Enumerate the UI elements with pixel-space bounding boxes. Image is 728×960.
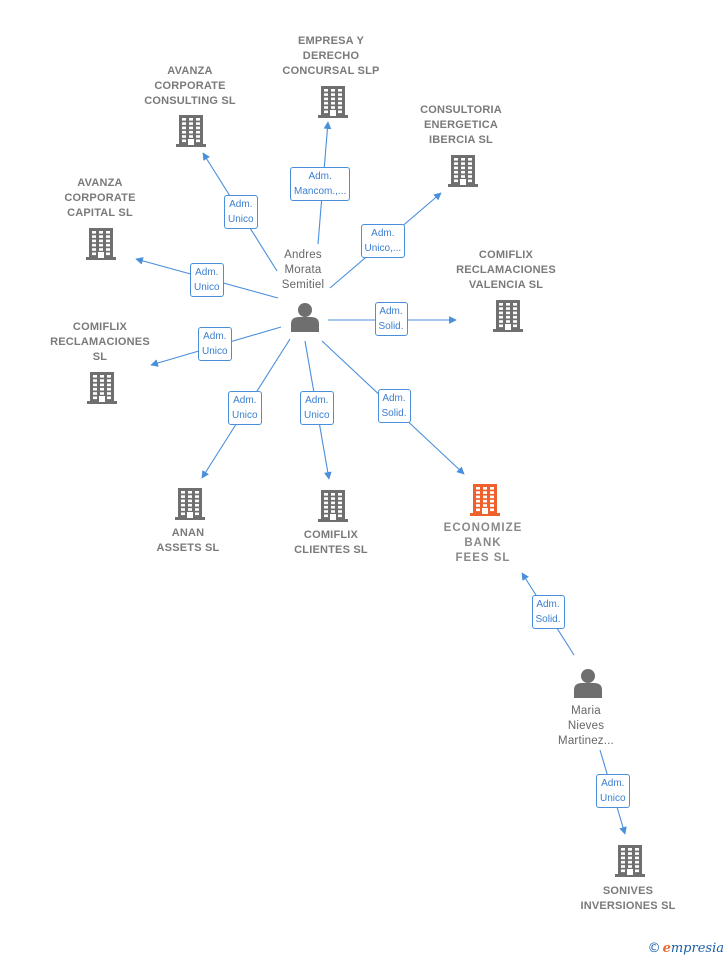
edge-label-andres-empresa[interactable]: Adm. Mancom.,... <box>290 167 351 201</box>
edge-label-line: Unico <box>232 410 258 421</box>
building-icon-avanza_consulting[interactable] <box>176 115 206 147</box>
edge-label-line: Solid. <box>381 408 407 419</box>
node-label-line: CONSULTORIA <box>420 104 502 116</box>
person-icon-maria[interactable] <box>574 669 602 698</box>
node-label-line: INVERSIONES SL <box>580 900 676 912</box>
brand-name: mpresia <box>670 941 724 956</box>
edge-label-line: Unico <box>600 793 626 804</box>
nodes-layer <box>86 86 645 877</box>
edge-label-line: Adm. <box>305 395 329 406</box>
edge-label-line: Adm. <box>233 395 257 406</box>
node-label-line: Nieves <box>567 720 605 732</box>
edge-label-maria-economize[interactable]: Adm. Solid. <box>531 595 565 629</box>
edge-label-line: Mancom.,... <box>294 186 347 197</box>
node-label-line: EMPRESA Y <box>298 35 364 47</box>
node-label-line: Morata <box>284 264 322 276</box>
node-label-line: RECLAMACIONES <box>456 264 556 276</box>
node-label-line: ENERGETICA <box>423 119 499 131</box>
node-label-economize[interactable]: ECONOMIZE BANK FEES SL <box>408 521 558 566</box>
edge-label-line: Adm. <box>195 267 219 278</box>
edge-label-line: Unico <box>202 346 228 357</box>
building-icon-anan[interactable] <box>175 488 205 520</box>
node-label-line: Maria <box>571 705 601 717</box>
edge-label-andres-consultoria[interactable]: Adm. Unico,... <box>360 224 406 258</box>
node-label-line: Semitiel <box>281 279 325 291</box>
edge-label-andres-anan[interactable]: Adm. Unico <box>228 391 262 425</box>
node-label-line: IBERCIA SL <box>429 134 493 146</box>
building-icon-comiflix_valencia[interactable] <box>493 300 523 332</box>
building-icon-economize[interactable] <box>470 484 500 516</box>
node-label-line: CORPORATE <box>64 192 136 204</box>
edge-label-line: Adm. <box>536 599 560 610</box>
edge-label-maria-sonives[interactable]: Adm. Unico <box>596 774 630 808</box>
node-label-line: COMIFLIX <box>303 529 359 541</box>
node-label-line: AVANZA <box>167 65 213 77</box>
person-icon-andres[interactable] <box>291 303 319 332</box>
edge-label-line: Unico <box>228 214 254 225</box>
node-label-line: ECONOMIZE <box>443 522 523 534</box>
node-label-comiflix_clientes[interactable]: COMIFLIX CLIENTES SL <box>256 528 406 558</box>
node-label-line: Martinez... <box>558 735 614 747</box>
copyright-symbol: © <box>647 941 661 956</box>
empresia-watermark[interactable]: ©empresia <box>648 941 724 956</box>
edge-label-andres-avanza_capital[interactable]: Adm. Unico <box>190 263 224 297</box>
edge-label-line: Adm. <box>382 393 406 404</box>
node-label-line: CONCURSAL SLP <box>282 65 380 77</box>
building-icon-avanza_capital[interactable] <box>86 228 116 260</box>
node-label-consultoria[interactable]: CONSULTORIA ENERGETICA IBERCIA SL <box>386 103 536 148</box>
node-label-line: CLIENTES SL <box>294 544 368 556</box>
node-label-line: COMIFLIX <box>72 321 128 333</box>
edge-label-andres-avanza_consulting[interactable]: Adm. Unico <box>224 195 258 229</box>
node-label-line: SONIVES <box>602 885 654 897</box>
brand-initial: e <box>662 941 671 956</box>
edge-label-andres-comiflix_valencia[interactable]: Adm. Solid. <box>374 302 408 336</box>
edge-label-line: Unico <box>304 410 330 421</box>
edge-label-line: Unico <box>194 282 220 293</box>
edge-label-line: Solid. <box>378 321 404 332</box>
edge-label-line: Adm. <box>229 199 253 210</box>
node-label-line: VALENCIA SL <box>468 279 544 291</box>
edge-label-line: Adm. <box>379 306 403 317</box>
node-label-line: FEES SL <box>455 552 511 564</box>
node-label-line: ASSETS SL <box>156 542 220 554</box>
building-icon-comiflix_clientes[interactable] <box>318 490 348 522</box>
node-label-comiflix_valencia[interactable]: COMIFLIX RECLAMACIONES VALENCIA SL <box>431 248 581 293</box>
edge-label-line: Adm. <box>371 228 395 239</box>
edge-label-andres-economize[interactable]: Adm. Solid. <box>377 389 411 423</box>
node-label-line: SL <box>92 351 108 363</box>
edge-label-line: Adm. <box>601 778 625 789</box>
edge-label-andres-comiflix_clientes[interactable]: Adm. Unico <box>300 391 334 425</box>
node-label-sonives[interactable]: SONIVES INVERSIONES SL <box>553 884 703 914</box>
node-label-avanza_capital[interactable]: AVANZA CORPORATE CAPITAL SL <box>25 176 175 221</box>
edge-label-line: Adm. <box>308 171 332 182</box>
node-label-anan[interactable]: ANAN ASSETS SL <box>113 526 263 556</box>
node-label-line: AVANZA <box>77 177 123 189</box>
node-label-line: BANK <box>464 537 502 549</box>
building-icon-consultoria[interactable] <box>448 155 478 187</box>
node-label-line: ANAN <box>171 527 205 539</box>
building-icon-sonives[interactable] <box>615 845 645 877</box>
node-label-line: COMIFLIX <box>478 249 534 261</box>
node-label-line: CAPITAL SL <box>67 207 133 219</box>
node-label-avanza_consulting[interactable]: AVANZA CORPORATE CONSULTING SL <box>115 64 265 109</box>
node-label-line: DERECHO <box>302 50 360 62</box>
building-icon-empresa[interactable] <box>318 86 348 118</box>
node-label-comiflix_reclamaciones[interactable]: COMIFLIX RECLAMACIONES SL <box>25 320 175 365</box>
node-label-line: RECLAMACIONES <box>50 336 150 348</box>
node-label-empresa[interactable]: EMPRESA Y DERECHO CONCURSAL SLP <box>256 34 406 79</box>
edge-label-andres-comiflix_reclamaciones[interactable]: Adm. Unico <box>198 327 232 361</box>
edge-label-line: Solid. <box>535 614 561 625</box>
building-icon-comiflix_reclamaciones[interactable] <box>87 372 117 404</box>
node-label-line: CONSULTING SL <box>144 95 236 107</box>
edge-label-line: Unico,... <box>364 243 402 254</box>
node-label-line: Andres <box>284 249 322 261</box>
edge-label-line: Adm. <box>203 331 227 342</box>
node-label-line: CORPORATE <box>154 80 226 92</box>
